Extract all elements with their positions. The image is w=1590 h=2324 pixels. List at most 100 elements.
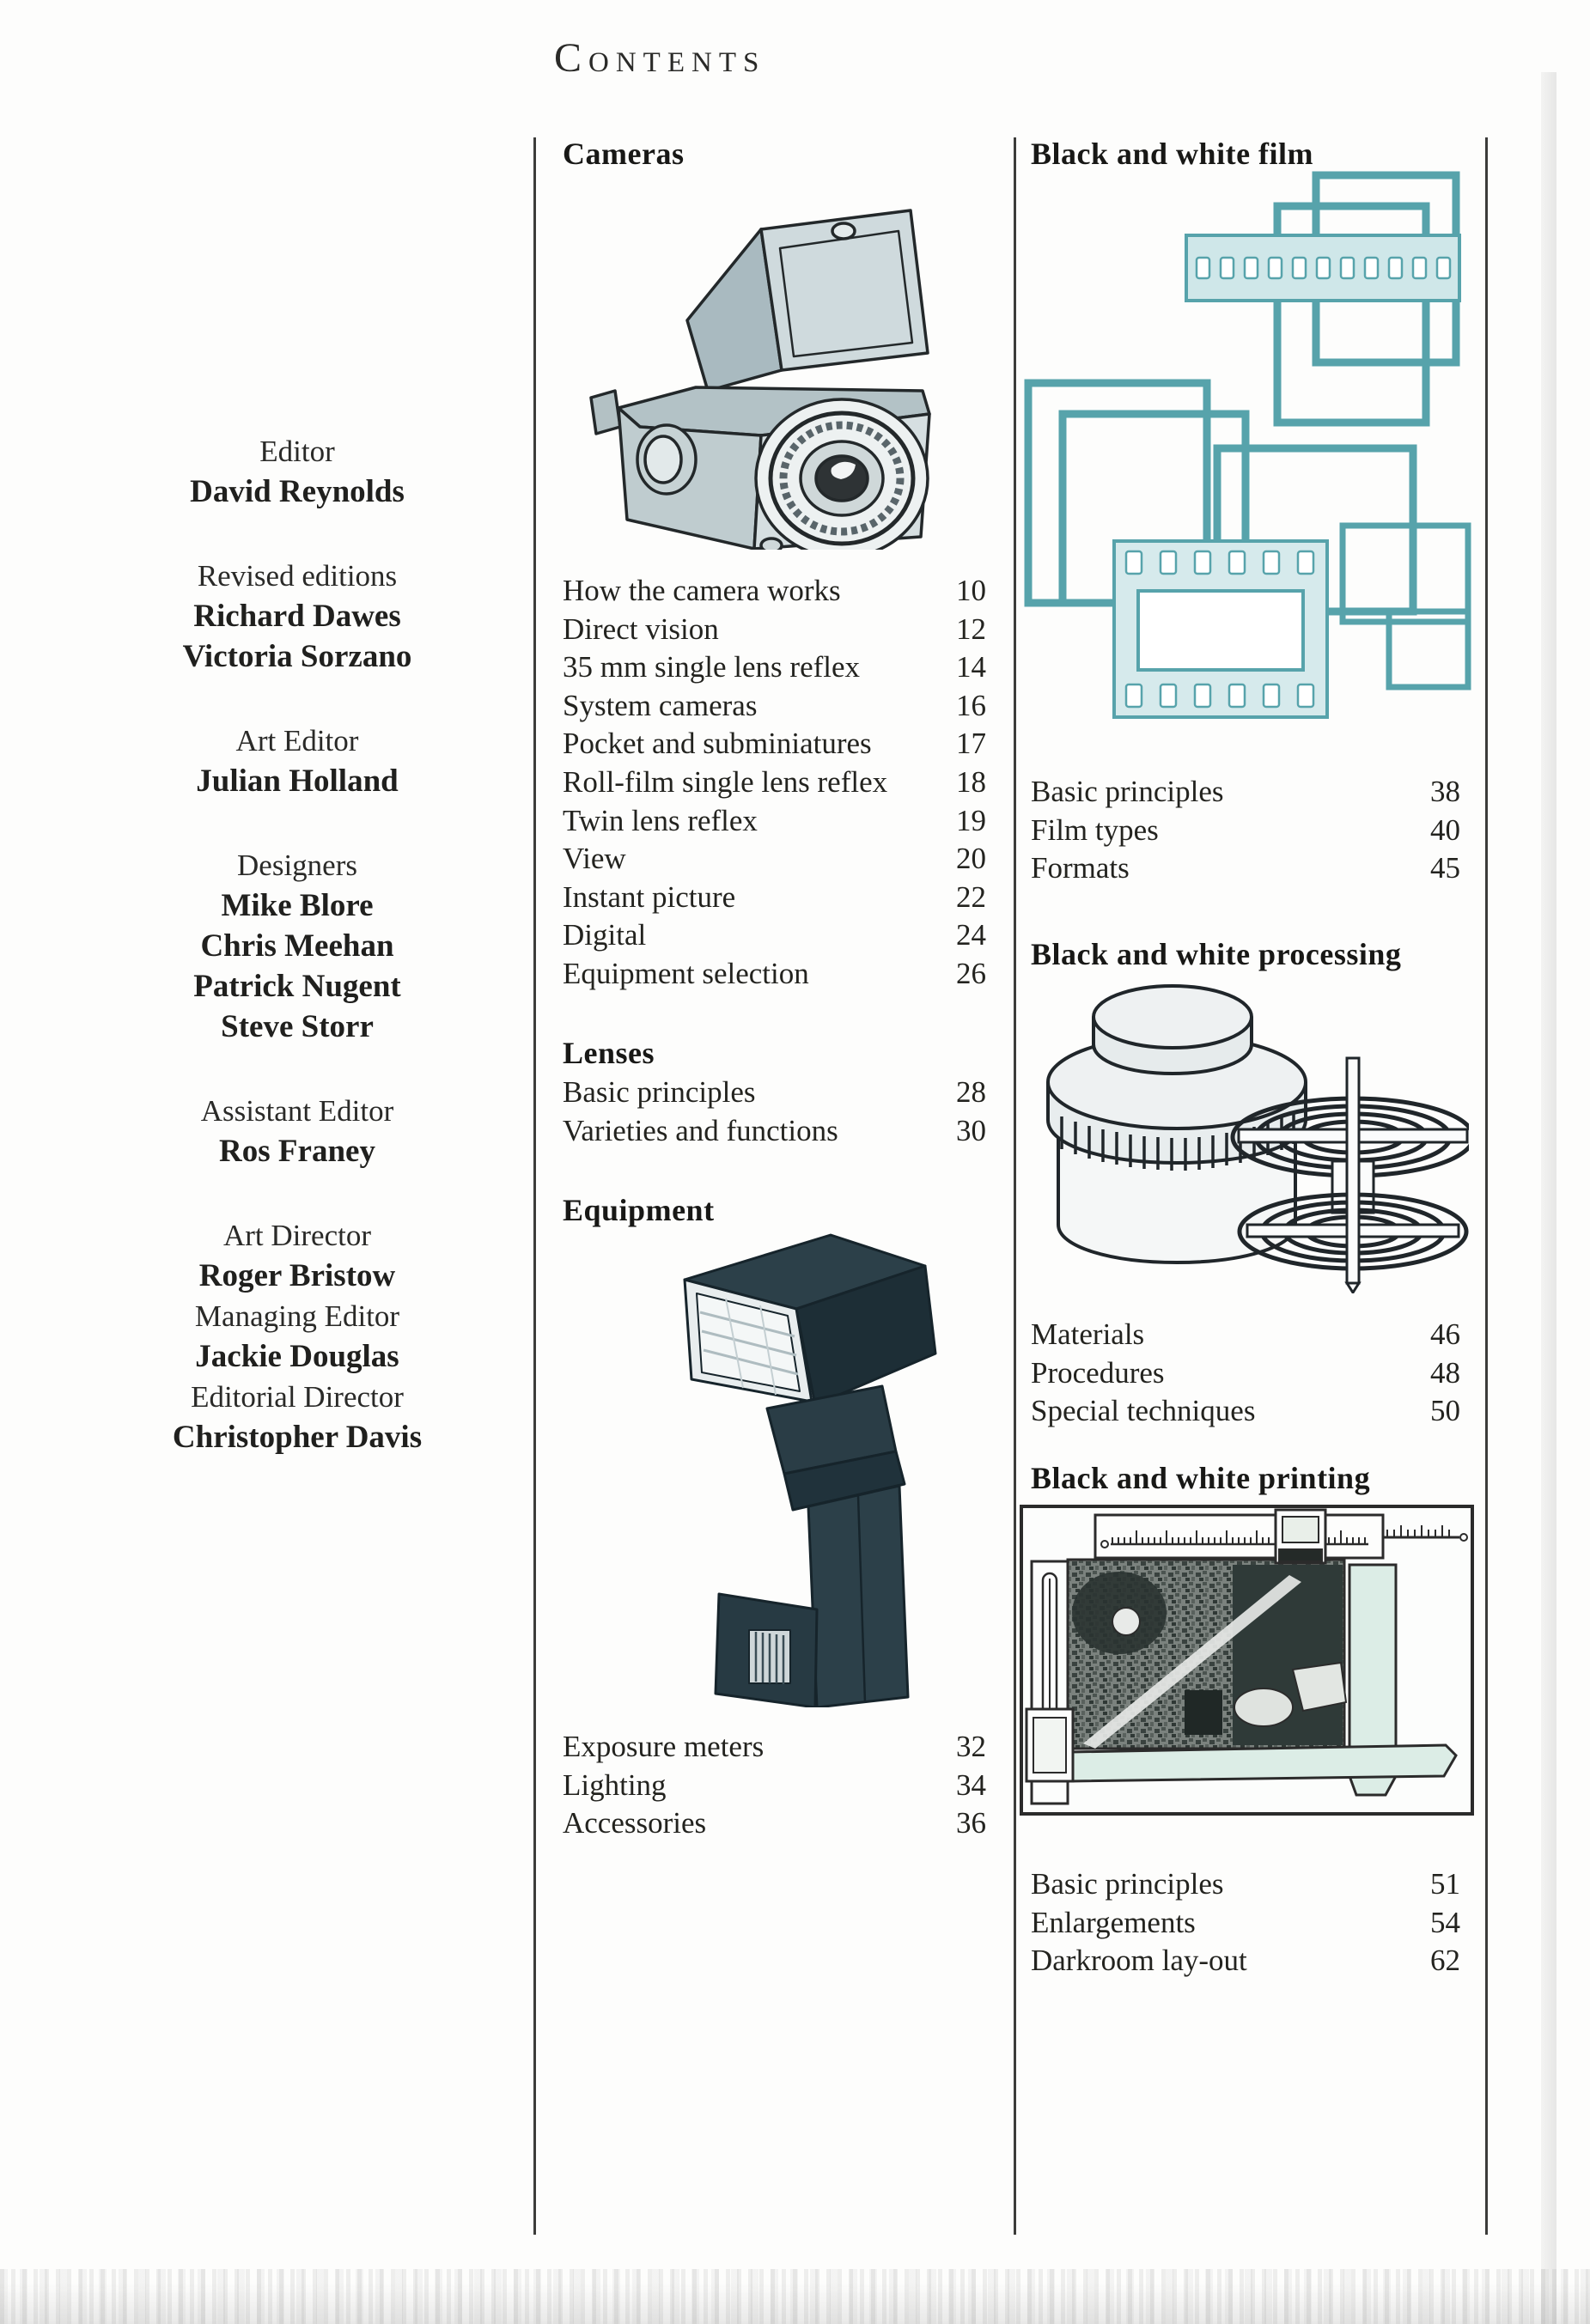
- toc-entry-page: 12: [956, 611, 986, 646]
- toc-entry-label: Basic principles: [1031, 1867, 1224, 1901]
- film-strip-35mm: [1185, 234, 1461, 302]
- toc-entry-label: Varieties and functions: [563, 1113, 838, 1147]
- credit-name: Jackie Douglas: [195, 1339, 399, 1374]
- top-ruler: [1094, 1508, 1468, 1565]
- toc-row: Basic principles 28: [563, 1074, 986, 1112]
- credit-name: David Reynolds: [190, 474, 405, 509]
- toc-entry-label: How the camera works: [563, 574, 841, 607]
- section-heading-bw-printing: Black and white printing: [1031, 1461, 1371, 1495]
- toc-entry-page: 30: [956, 1113, 986, 1147]
- toc-entry-page: 46: [1430, 1317, 1460, 1351]
- credit-role: Editor: [259, 435, 335, 468]
- credit-role: Designers: [237, 849, 357, 882]
- page-title: Contents: [554, 35, 766, 81]
- credit-name: Roger Bristow: [198, 1258, 396, 1293]
- toc-entry-label: Basic principles: [563, 1075, 756, 1109]
- section-heading-lenses: Lenses: [563, 1036, 655, 1070]
- toc-entry-page: 34: [956, 1767, 986, 1802]
- toc-entry-page: 19: [956, 803, 986, 837]
- credit-role: Assistant Editor: [200, 1094, 394, 1128]
- lens-rings: [754, 398, 929, 550]
- toc-entry-label: Instant picture: [563, 879, 736, 914]
- credit-name: Chris Meehan: [200, 928, 394, 964]
- toc-entry-label: Special techniques: [1031, 1394, 1256, 1428]
- credit-name: Victoria Sorzano: [182, 639, 412, 674]
- toc-entry-label: Accessories: [563, 1806, 707, 1840]
- column-divider-middle: [1014, 137, 1016, 2235]
- toc-entry-page: 36: [956, 1806, 986, 1840]
- credit-name: Mike Blore: [221, 888, 374, 923]
- toc-entry-page: 22: [956, 879, 986, 914]
- toc-entry-page: 48: [1430, 1355, 1460, 1390]
- toc-row: View 20: [563, 840, 986, 879]
- credit-role: Managing Editor: [194, 1299, 400, 1333]
- film-formats-illustration: [1024, 171, 1471, 719]
- toc-entry-label: Procedures: [1031, 1355, 1165, 1390]
- developing-tank-illustration: [1046, 984, 1469, 1293]
- toc-entry-page: 40: [1430, 812, 1460, 847]
- toc-entry-page: 24: [956, 918, 986, 952]
- credit-role: Art Director: [222, 1219, 371, 1252]
- page-edge-shadow: [1541, 72, 1556, 2324]
- toc-entry-page: 28: [956, 1075, 986, 1109]
- section-heading-cameras: Cameras: [563, 137, 685, 171]
- toc-entry-label: Darkroom lay-out: [1031, 1944, 1247, 1978]
- toc-entry-page: 32: [956, 1730, 986, 1763]
- darkroom-printing-illustration: [1020, 1505, 1474, 1816]
- toc-row: How the camera works 10: [563, 572, 986, 611]
- toc-entry-page: 17: [956, 727, 986, 761]
- toc-entry-label: 35 mm single lens reflex: [563, 650, 861, 684]
- toc-entry-label: View: [563, 842, 626, 876]
- toc-entry-page: 16: [956, 688, 986, 722]
- credit-name: Richard Dawes: [193, 599, 401, 634]
- flash-unit-illustration: [683, 1233, 937, 1707]
- toc-row: Procedures 48: [1031, 1354, 1460, 1393]
- toc-entry-label: Roll-film single lens reflex: [563, 764, 888, 799]
- film-strip-rollfilm: [1112, 539, 1329, 719]
- toc-entry-label: Equipment selection: [563, 956, 809, 990]
- section-heading-bw-film: Black and white film: [1031, 137, 1314, 171]
- toc-entry-label: Pocket and subminiatures: [563, 727, 872, 761]
- toc-row: Film types 40: [1031, 812, 1460, 850]
- toc-entry-page: 20: [956, 842, 986, 876]
- section-heading-equipment: Equipment: [563, 1193, 715, 1227]
- toc-entry-page: 10: [956, 574, 986, 607]
- toc-row: Special techniques 50: [1031, 1392, 1460, 1431]
- toc-row: Instant picture 22: [563, 879, 986, 917]
- easel-arm: [1069, 1743, 1458, 1783]
- toc-row: Direct vision 12: [563, 611, 986, 649]
- toc-entry-label: Materials: [1031, 1317, 1145, 1351]
- toc-entry-label: Basic principles: [1031, 775, 1224, 808]
- left-rail: [1025, 1560, 1075, 1805]
- toc-row: Accessories 36: [563, 1804, 986, 1843]
- toc-entry-label: Film types: [1031, 812, 1159, 847]
- toc-entry-page: 54: [1430, 1905, 1460, 1939]
- toc-row: Pocket and subminiatures 17: [563, 725, 986, 764]
- toc-entry-label: Direct vision: [563, 611, 719, 646]
- camera-illustration: [589, 209, 931, 550]
- toc-entry-page: 50: [1430, 1394, 1460, 1428]
- toc-entry-page: 26: [956, 956, 986, 990]
- toc-row: Varieties and functions 30: [563, 1112, 986, 1151]
